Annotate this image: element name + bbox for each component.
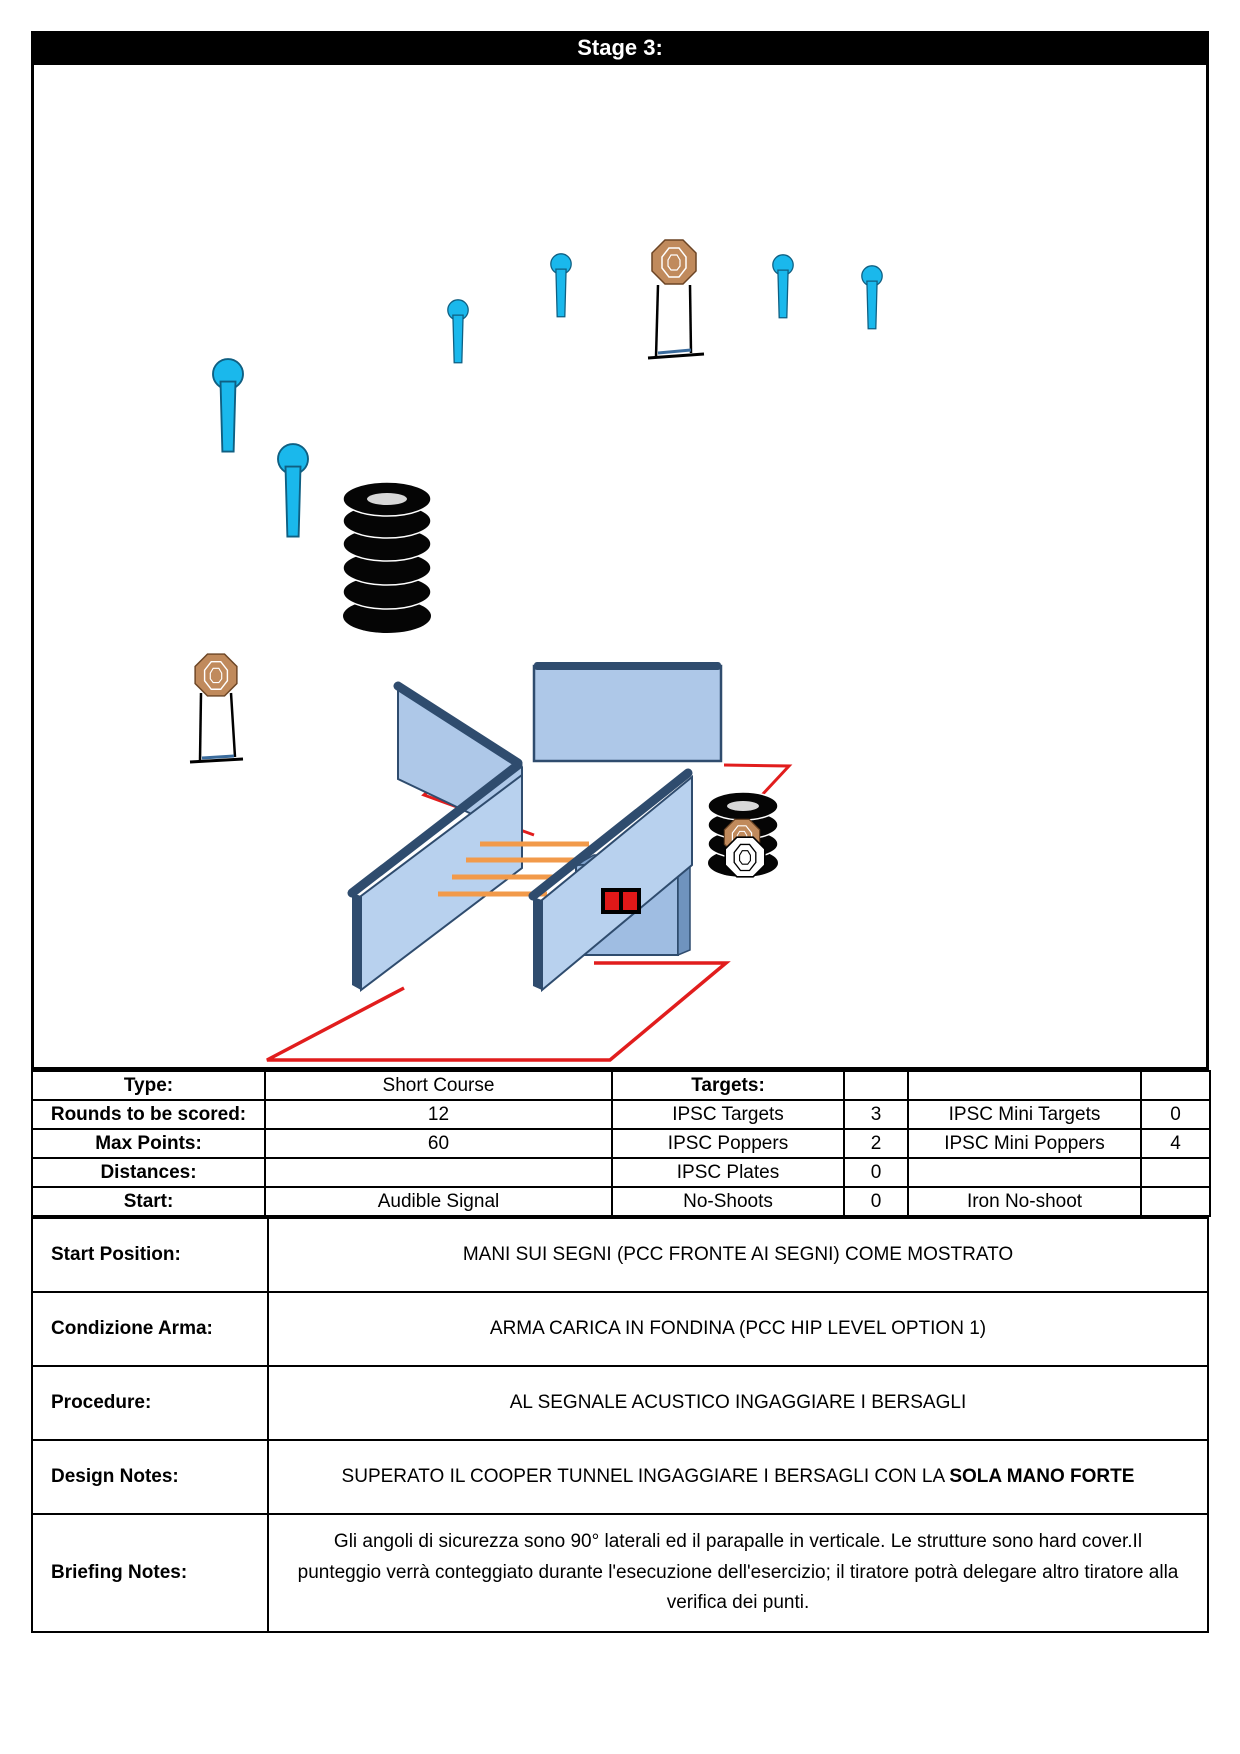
briefing-notes-value: Gli angoli di sicurezza sono 90° lateral… (267, 1513, 1209, 1633)
cooper-tunnel-icon (438, 841, 589, 897)
notes-row-design-notes: Design Notes: SUPERATO IL COOPER TUNNEL … (31, 1439, 1209, 1515)
ipsc-target-icon (647, 239, 705, 360)
distances-label: Distances: (31, 1157, 266, 1188)
stage-diagram (31, 65, 1209, 1070)
design-notes-text: SUPERATO IL COOPER TUNNEL INGAGGIARE I B… (341, 1465, 950, 1487)
no-shoots-count: 0 (843, 1186, 909, 1217)
ipsc-mini-targets-name: IPSC Mini Targets (907, 1099, 1142, 1130)
notes-row-condizione-arma: Condizione Arma: ARMA CARICA IN FONDINA … (31, 1291, 1209, 1367)
max-points-value: 60 (264, 1128, 613, 1159)
empty-cell (907, 1070, 1142, 1101)
empty-cell (907, 1157, 1142, 1188)
ipsc-targets-name: IPSC Targets (611, 1099, 845, 1130)
stats-row-type: Type: Short Course Targets: (31, 1070, 1211, 1101)
ipsc-mini-poppers-name: IPSC Mini Poppers (907, 1128, 1142, 1159)
distances-value (264, 1157, 613, 1188)
stage-notes-table: Start Position: MANI SUI SEGNI (PCC FRON… (31, 1217, 1209, 1633)
notes-row-procedure: Procedure: AL SEGNALE ACUSTICO INGAGGIAR… (31, 1365, 1209, 1441)
no-shoots-name: No-Shoots (611, 1186, 845, 1217)
mini-popper-icon (550, 253, 572, 318)
design-notes-emphasis: SOLA MANO FORTE (949, 1465, 1135, 1487)
iron-no-shoot-name: Iron No-shoot (907, 1186, 1142, 1217)
ipsc-mini-poppers-count: 4 (1140, 1128, 1211, 1159)
ipsc-target-icon (189, 653, 244, 764)
fault-line-front (266, 961, 731, 1062)
condizione-arma-label: Condizione Arma: (31, 1291, 269, 1367)
stage-diagram-svg (189, 239, 883, 1062)
hand-marks-icon (601, 888, 641, 914)
ipsc-mini-targets-count: 0 (1140, 1099, 1211, 1130)
design-notes-value: SUPERATO IL COOPER TUNNEL INGAGGIARE I B… (267, 1439, 1209, 1515)
briefing-notes-label: Briefing Notes: (31, 1513, 269, 1633)
rounds-label: Rounds to be scored: (31, 1099, 266, 1130)
iron-no-shoot-count (1140, 1186, 1211, 1217)
ipsc-targets-count: 3 (843, 1099, 909, 1130)
stats-row-start: Start: Audible Signal No-Shoots 0 Iron N… (31, 1186, 1211, 1217)
mini-popper-icon (861, 265, 883, 330)
empty-cell (1140, 1070, 1211, 1101)
design-notes-label: Design Notes: (31, 1439, 269, 1515)
rounds-value: 12 (264, 1099, 613, 1130)
start-position-label: Start Position: (31, 1217, 269, 1293)
ipsc-plates-count: 0 (843, 1157, 909, 1188)
barricade-wall-icon (528, 768, 693, 993)
start-value: Audible Signal (264, 1186, 613, 1217)
stats-row-max-points: Max Points: 60 IPSC Poppers 2 IPSC Mini … (31, 1128, 1211, 1159)
stage-stats-table: Type: Short Course Targets: Rounds to be… (31, 1070, 1211, 1217)
start-label: Start: (31, 1186, 266, 1217)
ipsc-poppers-count: 2 (843, 1128, 909, 1159)
no-shoot-target-icon (724, 836, 766, 878)
mini-popper-icon (772, 254, 794, 319)
procedure-label: Procedure: (31, 1365, 269, 1441)
mini-popper-icon (447, 299, 469, 364)
type-label: Type: (31, 1070, 266, 1101)
type-value: Short Course (264, 1070, 613, 1101)
popper-icon (212, 358, 244, 453)
start-position-value: MANI SUI SEGNI (PCC FRONTE AI SEGNI) COM… (267, 1217, 1209, 1293)
barricade-wall-icon (347, 681, 523, 993)
stats-row-rounds: Rounds to be scored: 12 IPSC Targets 3 I… (31, 1099, 1211, 1130)
barricade-wall-icon (532, 662, 723, 763)
ipsc-poppers-name: IPSC Poppers (611, 1128, 845, 1159)
empty-cell (1140, 1157, 1211, 1188)
stage-title: Stage 3: (31, 31, 1209, 65)
empty-cell (843, 1070, 909, 1101)
stage-sheet: Stage 3: (31, 31, 1211, 1633)
notes-row-briefing-notes: Briefing Notes: Gli angoli di sicurezza … (31, 1513, 1209, 1633)
popper-icon (277, 443, 309, 538)
stats-row-distances: Distances: IPSC Plates 0 (31, 1157, 1211, 1188)
targets-header: Targets: (611, 1070, 845, 1101)
tire-stack-icon (342, 481, 432, 633)
max-points-label: Max Points: (31, 1128, 266, 1159)
notes-row-start-position: Start Position: MANI SUI SEGNI (PCC FRON… (31, 1217, 1209, 1293)
condizione-arma-value: ARMA CARICA IN FONDINA (PCC HIP LEVEL OP… (267, 1291, 1209, 1367)
procedure-value: AL SEGNALE ACUSTICO INGAGGIARE I BERSAGL… (267, 1365, 1209, 1441)
ipsc-plates-name: IPSC Plates (611, 1157, 845, 1188)
